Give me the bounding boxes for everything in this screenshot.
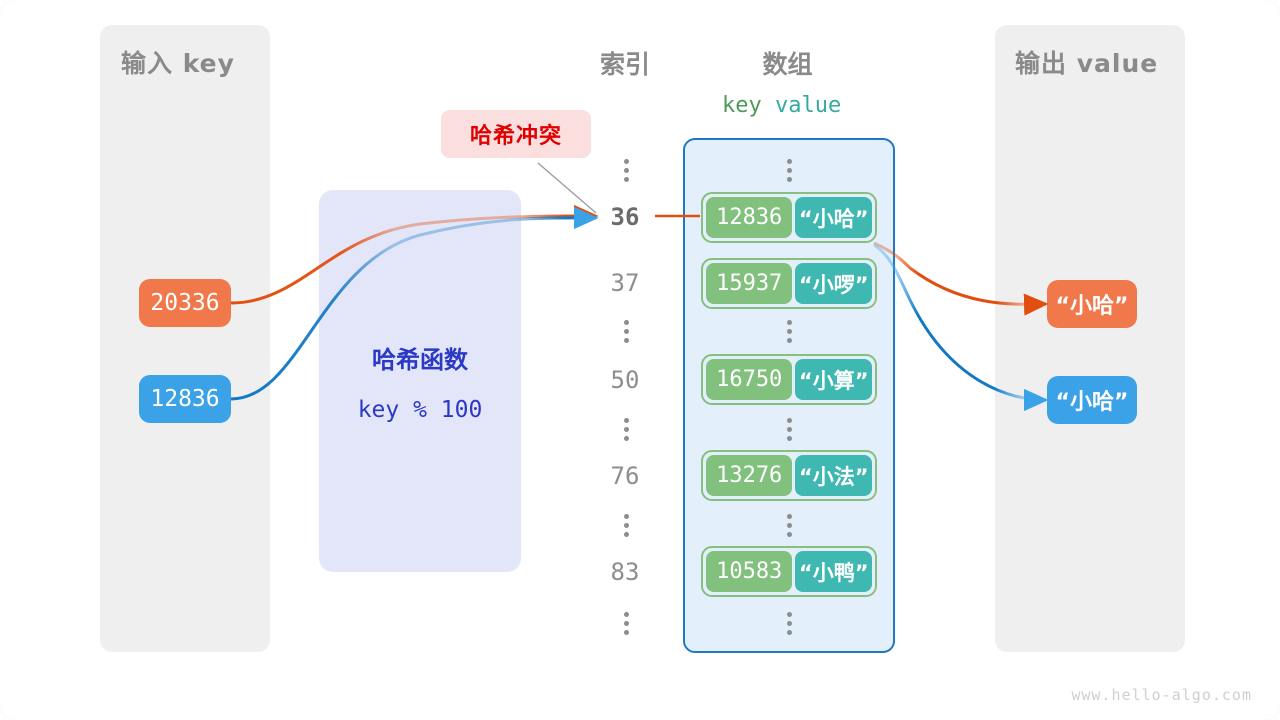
bucket-key-83: 10583 xyxy=(706,551,793,592)
input-key-20336[interactable]: 20336 xyxy=(139,279,231,327)
index-column-title: 索引 xyxy=(599,50,650,79)
index-label-83: 83 xyxy=(610,558,640,586)
array-ellipsis-4 xyxy=(781,608,797,639)
output-panel-title: 输出 value xyxy=(1015,49,1159,78)
array-column-title: 数组 xyxy=(762,50,813,79)
hash-function-title: 哈希函数 xyxy=(372,345,468,374)
index-label-76: 76 xyxy=(610,462,640,490)
array-ellipsis-1 xyxy=(781,316,797,347)
index-ellipsis-2 xyxy=(618,414,634,445)
bucket-key-37: 15937 xyxy=(706,263,793,304)
bucket-value-83: “小鸭” xyxy=(795,551,872,592)
bucket-key-76: 13276 xyxy=(706,455,793,496)
bucket-value-76: “小法” xyxy=(795,455,872,496)
bucket-value-50: “小算” xyxy=(795,359,872,400)
input-panel xyxy=(100,25,270,652)
output-value-blue[interactable]: “小哈” xyxy=(1047,376,1137,424)
output-value-orange[interactable]: “小哈” xyxy=(1047,280,1137,328)
key-header-label: key xyxy=(722,93,762,118)
index-ellipsis-1 xyxy=(618,316,634,347)
bucket-cell-37[interactable]: 15937 “小啰” xyxy=(701,258,877,309)
index-label-36: 36 xyxy=(610,203,640,231)
bucket-cell-76[interactable]: 13276 “小法” xyxy=(701,450,877,501)
index-ellipsis-4 xyxy=(618,608,634,639)
hash-function-box: 哈希函数 key % 100 xyxy=(319,190,521,572)
input-key-12836[interactable]: 12836 xyxy=(139,375,231,423)
index-ellipsis-0 xyxy=(618,155,634,186)
index-ellipsis-3 xyxy=(618,510,634,541)
index-label-37: 37 xyxy=(610,269,640,297)
badge-leader-line xyxy=(537,162,597,214)
hash-collision-badge: 哈希冲突 xyxy=(441,110,591,158)
bucket-value-37: “小啰” xyxy=(795,263,872,304)
array-ellipsis-2 xyxy=(781,414,797,445)
array-ellipsis-3 xyxy=(781,510,797,541)
bucket-cell-50[interactable]: 16750 “小算” xyxy=(701,354,877,405)
bucket-key-36: 12836 xyxy=(706,197,793,238)
hash-function-expression: key % 100 xyxy=(357,396,483,423)
bucket-key-50: 16750 xyxy=(706,359,793,400)
index-label-50: 50 xyxy=(610,366,640,394)
bucket-value-36: “小哈” xyxy=(795,197,872,238)
output-panel xyxy=(995,25,1185,652)
bucket-cell-83[interactable]: 10583 “小鸭” xyxy=(701,546,877,597)
input-panel-title: 输入 key xyxy=(121,49,235,78)
key-value-header: key value xyxy=(722,93,841,118)
array-ellipsis-0 xyxy=(781,155,797,186)
value-header-label: value xyxy=(775,93,842,118)
watermark: www.hello-algo.com xyxy=(1071,686,1252,704)
bucket-cell-36[interactable]: 12836 “小哈” xyxy=(701,192,877,243)
